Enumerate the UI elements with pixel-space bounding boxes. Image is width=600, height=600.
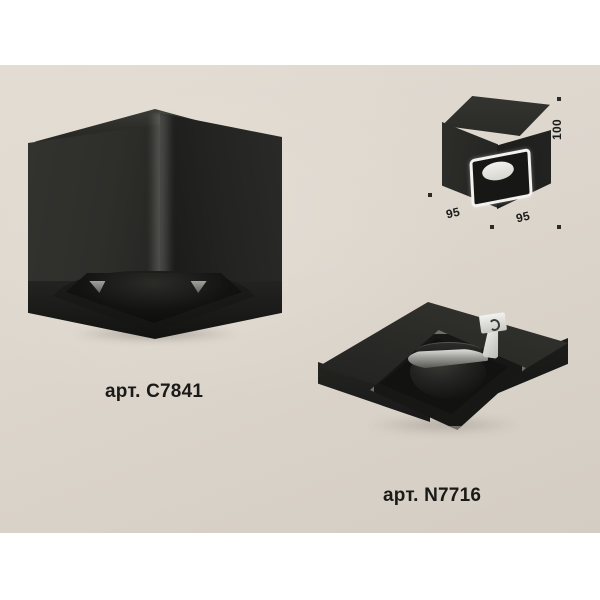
dimension-marker-top-right bbox=[557, 97, 561, 101]
dimension-marker-bottom-center bbox=[490, 225, 494, 229]
product-second-fixture bbox=[312, 300, 574, 452]
dimension-marker-bottom-left bbox=[428, 193, 432, 197]
dimension-diagram: 100 95 95 bbox=[420, 88, 600, 238]
dimension-label-height: 100 bbox=[550, 119, 564, 140]
dimension-label-width-left: 95 bbox=[444, 204, 462, 222]
main-fixture-caption: арт. C7841 bbox=[105, 381, 204, 402]
product-main-fixture bbox=[28, 85, 282, 347]
second-fixture-caption: арт. N7716 bbox=[383, 485, 482, 506]
dimension-marker-bottom-right bbox=[557, 225, 561, 229]
dimension-label-width-right: 95 bbox=[514, 208, 532, 226]
